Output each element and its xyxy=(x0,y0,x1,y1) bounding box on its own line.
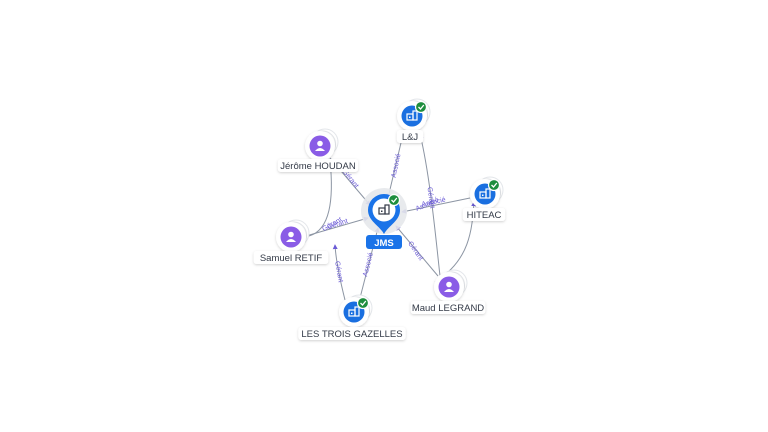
edge-label: Associé xyxy=(391,153,403,179)
verified-check-icon xyxy=(414,100,428,114)
node-trois[interactable]: LES TROIS GAZELLES xyxy=(298,294,406,340)
building-icon xyxy=(406,110,418,121)
edge-maud-lj[interactable]: Gérant xyxy=(418,133,441,277)
edge-label: Gérant xyxy=(333,261,344,283)
edge-hiteac-center[interactable]: Associé xyxy=(401,197,471,214)
person-icon xyxy=(286,231,296,242)
node-label: LES TROIS GAZELLES xyxy=(301,329,402,340)
edge-trois-samuel[interactable]: Gérant xyxy=(332,244,346,301)
building-icon xyxy=(479,188,491,199)
node-samuel[interactable]: Samuel RETIF xyxy=(253,219,329,264)
node-label: Samuel RETIF xyxy=(260,253,322,264)
node-label: L&J xyxy=(402,132,419,143)
person-icon xyxy=(315,140,325,151)
node-label: HITEAC xyxy=(467,210,502,221)
center-label: JMS xyxy=(374,238,394,249)
node-label: Jérôme HOUDAN xyxy=(280,161,356,172)
edge-label: Associé xyxy=(362,252,375,278)
node-label: Maud LEGRAND xyxy=(412,303,484,314)
verified-check-icon xyxy=(387,193,401,207)
node-maud[interactable]: Maud LEGRAND xyxy=(410,269,486,314)
node-jerome[interactable]: Jérôme HOUDAN xyxy=(277,128,359,172)
node-lj[interactable]: L&J xyxy=(396,98,431,143)
person-icon xyxy=(444,281,454,292)
verified-check-icon xyxy=(356,296,370,310)
building-icon xyxy=(378,204,390,215)
edge-label: Gérant xyxy=(426,187,436,209)
edge-label: Associé xyxy=(421,197,447,209)
edge-label: Gérant xyxy=(406,240,424,262)
node-hiteac[interactable]: HITEAC xyxy=(462,176,506,221)
building-icon xyxy=(348,306,360,317)
center-node[interactable]: JMS xyxy=(361,188,407,249)
verified-check-icon xyxy=(487,178,501,192)
nodes-layer: L&J Jérôme HOUDAN HITEAC Samuel RETIF Maud L… xyxy=(253,98,506,340)
edge-maud-center[interactable]: Gérant xyxy=(395,225,439,277)
